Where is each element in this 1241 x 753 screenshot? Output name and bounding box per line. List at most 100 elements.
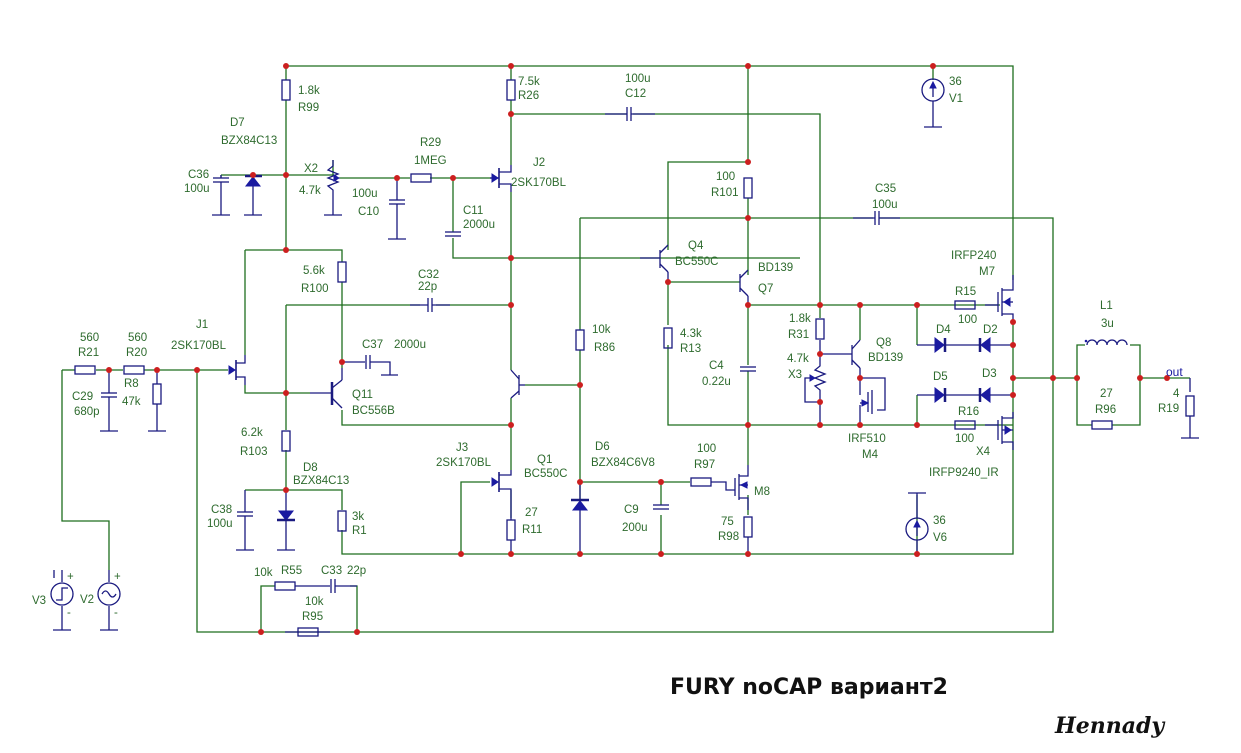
potentiometer-x3-symbol: [804, 340, 827, 425]
j3-value: 2SK170BL: [436, 457, 492, 469]
r101-value: 100: [716, 171, 735, 183]
x3-ref: X3: [788, 369, 802, 381]
mosfet-m8-symbol: [711, 465, 749, 510]
inductor-l1-symbol: [1084, 339, 1128, 346]
c35-ref: C35: [875, 183, 896, 195]
v3-ref: V3: [32, 595, 46, 607]
r26-value: 7.5k: [518, 76, 540, 88]
c9-value: 200u: [622, 522, 648, 534]
r1-ref: R1: [352, 525, 367, 537]
c36-ref: C36: [188, 169, 209, 181]
zener-d7-symbol: [243, 174, 263, 216]
diode-d2-symbol: [978, 336, 1013, 354]
wires: [61, 65, 1190, 633]
r31-ref: R31: [788, 329, 809, 341]
capacitor-c36-symbol: [211, 175, 231, 216]
resistor-r31-symbol: [815, 318, 825, 340]
q1-ref: Q1: [537, 454, 552, 466]
v2-minus-sign: -: [114, 607, 118, 619]
v2-plus-sign: +: [114, 571, 121, 583]
potentiometer-x2-symbol: [323, 160, 343, 216]
mosfet-m7-symbol: [985, 275, 1014, 320]
jfet-j2-symbol: [490, 165, 512, 192]
capacitor-c9-symbol: [653, 504, 669, 510]
resistor-r11-symbol: [506, 495, 516, 554]
m7-value: IRFP240: [951, 250, 996, 262]
resistor-r101-symbol: [743, 177, 753, 199]
resistor-r86-symbol: [575, 329, 585, 351]
labels: 1.8k R99 D7 BZX84C13 C36 100u X2 4.7k 10…: [32, 73, 1183, 739]
r98-ref: R98: [718, 531, 739, 543]
d2-ref: D2: [983, 324, 998, 336]
v6-ref: V6: [933, 532, 947, 544]
d5-ref: D5: [933, 371, 948, 383]
x2-ref: X2: [304, 163, 318, 175]
capacitor-c4-symbol: [740, 366, 756, 372]
l1-value: 3u: [1101, 318, 1114, 330]
r20-value: 560: [128, 332, 147, 344]
d8-value: BZX84C13: [293, 475, 349, 487]
d7-ref: D7: [230, 117, 245, 129]
r95-value: 10k: [305, 596, 324, 608]
r8-value: 47k: [122, 396, 141, 408]
component-symbols: [50, 78, 1200, 637]
capacitor-c38-symbol: [235, 490, 255, 551]
r98-value: 75: [721, 516, 734, 528]
c33-ref: C33: [321, 565, 342, 577]
v6-value: 36: [933, 515, 946, 527]
r16-value: 100: [955, 433, 974, 445]
l1-ref: L1: [1100, 300, 1113, 312]
c4-ref: C4: [709, 360, 724, 372]
j1-ref: J1: [196, 319, 208, 331]
r101-ref: R101: [711, 187, 739, 199]
c10-value: 100u: [352, 188, 378, 200]
capacitor-c10-symbol: [387, 178, 407, 240]
v2-ref: V2: [80, 594, 94, 606]
r99-value: 1.8k: [298, 85, 320, 97]
x2-value: 4.7k: [299, 185, 321, 197]
r29-value: 1MEG: [414, 155, 447, 167]
c11-ref: C11: [463, 205, 483, 217]
d6-ref: D6: [595, 441, 610, 453]
c11-value: 2000u: [463, 219, 495, 231]
m8-ref: M8: [754, 486, 770, 498]
resistor-r21-symbol: [74, 365, 96, 375]
r55-ref: R55: [281, 565, 302, 577]
m4-value: IRF510: [848, 433, 886, 445]
x4-value: IRFP9240_IR: [929, 467, 999, 479]
r8-ref: R8: [124, 378, 139, 390]
capacitor-c37-symbol: [342, 355, 398, 376]
r15-value: 100: [958, 314, 977, 326]
capacitor-c35-symbol: [853, 211, 900, 225]
d4-ref: D4: [936, 324, 951, 336]
resistor-r1-symbol: [337, 510, 347, 532]
capacitor-c12-symbol: [605, 107, 655, 121]
c37-value: 2000u: [394, 339, 426, 351]
resistor-r100-symbol: [337, 261, 347, 283]
bjt-q11-symbol: [310, 368, 343, 409]
bjt-q8-symbol: [820, 339, 861, 378]
resistor-r103-symbol: [281, 430, 291, 452]
schematic-title: FURY noCAP вариант2: [670, 675, 948, 700]
r19-ref: R19: [1158, 403, 1179, 415]
resistor-r96-symbol: [1091, 420, 1113, 430]
r96-value: 27: [1100, 388, 1113, 400]
r26-ref: R26: [518, 90, 539, 102]
c38-value: 100u: [207, 518, 233, 530]
r96-ref: R96: [1095, 404, 1116, 416]
v1-ref: V1: [949, 93, 963, 105]
c35-value: 100u: [872, 199, 898, 211]
resistor-r98-symbol: [743, 516, 753, 554]
r11-value: 27: [525, 507, 538, 519]
m4-ref: M4: [862, 449, 879, 461]
bjt-q7-symbol: [739, 269, 749, 305]
resistor-r95-symbol: [285, 627, 330, 637]
r86-value: 10k: [592, 324, 611, 336]
r29-ref: R29: [420, 137, 441, 149]
r1-value: 3k: [352, 511, 364, 523]
x4-ref: X4: [976, 446, 991, 458]
diode-d3-symbol: [978, 386, 1013, 404]
resistor-r8-symbol: [147, 370, 167, 432]
resistor-r29-symbol: [410, 173, 432, 183]
v1-value: 36: [949, 76, 962, 88]
